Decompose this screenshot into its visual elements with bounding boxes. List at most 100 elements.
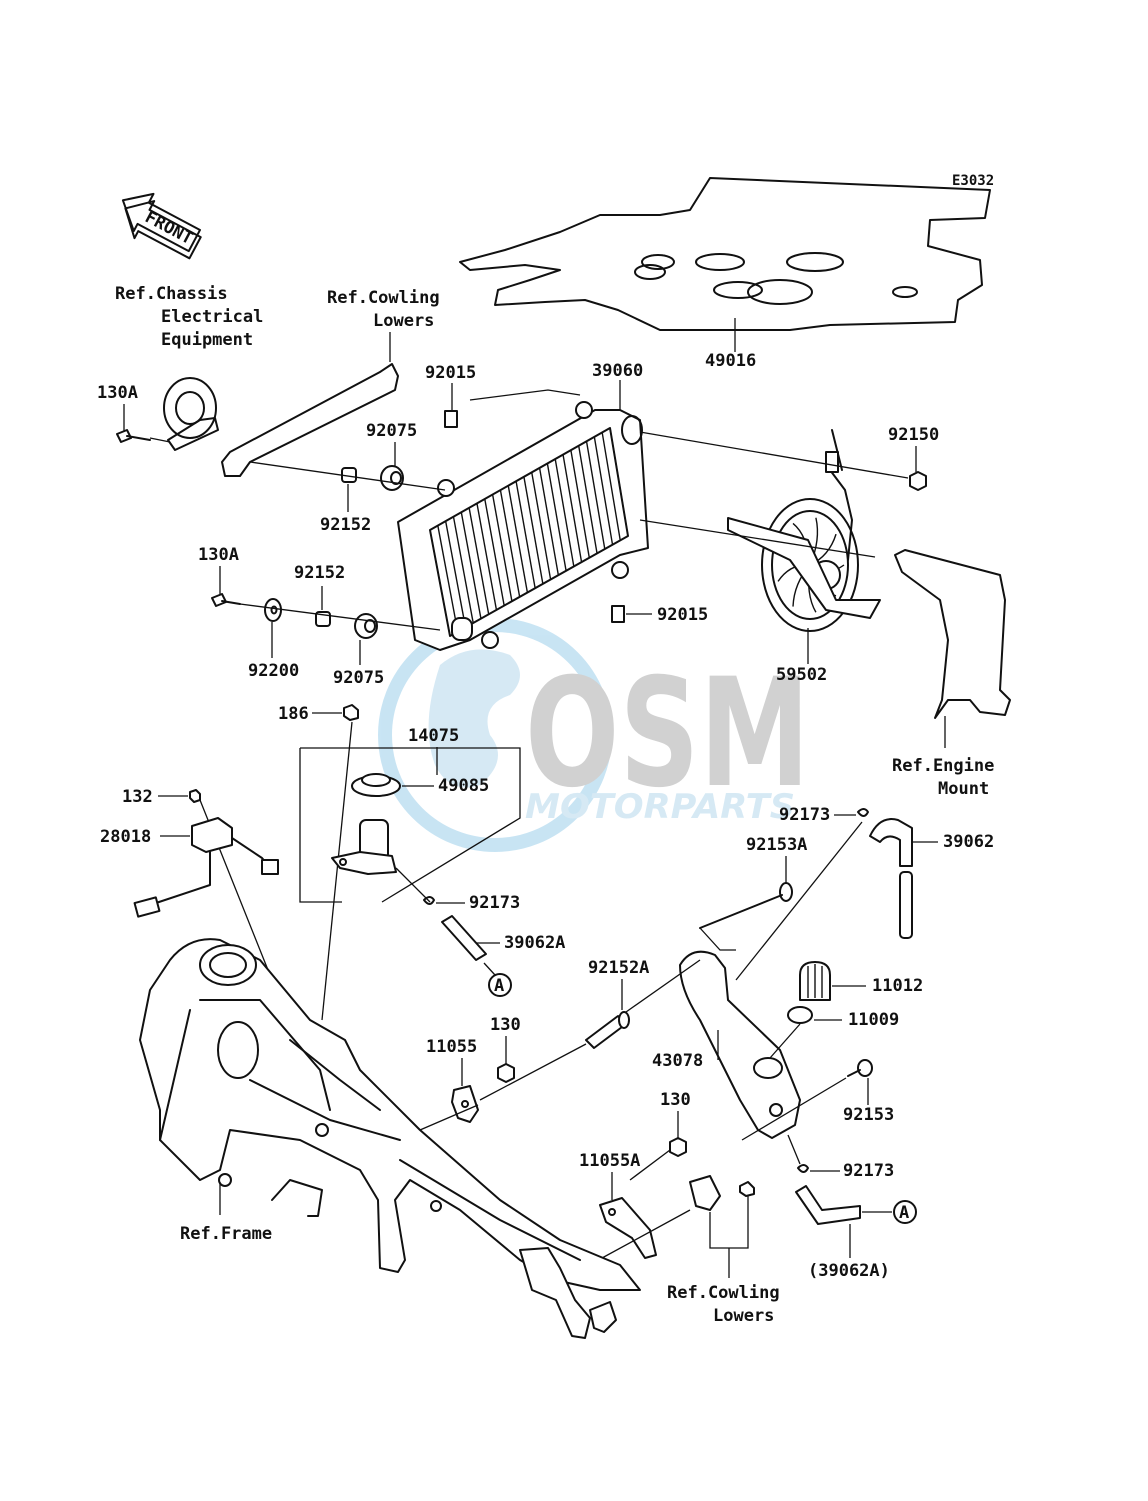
- label-14075: 14075: [408, 726, 459, 746]
- connector-a-bottom-icon: A: [893, 1200, 917, 1224]
- radiator-fin: [593, 436, 614, 545]
- radiator-fins: [429, 427, 629, 637]
- radiator-fin: [601, 432, 621, 541]
- label-39060: 39060: [592, 361, 643, 381]
- engine-mount-bracket: [894, 549, 1011, 719]
- bracket-11055a-icon: [599, 1197, 657, 1259]
- ref-chassis-electrical: Ref.Chassis Electrical Equipment: [115, 284, 274, 350]
- label-92173-b: 92173: [779, 805, 830, 825]
- seal-11009-icon: [787, 1006, 813, 1024]
- radiator-fin: [531, 472, 552, 580]
- clip-92173-a-icon: [423, 896, 435, 905]
- label-92015-bot: 92015: [657, 605, 708, 625]
- filler-neck-icon: [331, 819, 397, 875]
- label-92152-bot: 92152: [294, 563, 345, 583]
- label-92075-bot: 92075: [333, 668, 384, 688]
- label-92152-top: 92152: [320, 515, 371, 535]
- radiator-fin: [515, 481, 536, 589]
- label-130-b: 130: [660, 1090, 691, 1110]
- watermark: OSM MOTORPARTS: [378, 618, 810, 852]
- radiator-fin: [491, 494, 513, 602]
- reservoir-tank-43078: [679, 950, 801, 1139]
- horn-icon: [149, 377, 219, 451]
- collar-92152a-icon: [585, 1011, 630, 1049]
- ref-cowling-lowers-bottom: Ref.Cowling Lowers: [667, 1283, 790, 1326]
- label-92015-top: 92015: [425, 363, 476, 383]
- hose-39062a-lower-icon: [795, 1185, 861, 1225]
- connector-a-top-icon: A: [488, 973, 512, 997]
- washer-92200-icon: [264, 598, 282, 622]
- sensor-28018-icon: [133, 817, 279, 918]
- label-92173-a: 92173: [469, 893, 520, 913]
- watermark-sub-text: MOTORPARTS: [525, 787, 795, 827]
- watermark-logo-text: OSM: [525, 647, 810, 821]
- bolt-92153a-icon: [699, 882, 793, 929]
- label-92150: 92150: [888, 425, 939, 445]
- radiator-fin: [507, 485, 529, 593]
- label-92152a: 92152A: [588, 958, 649, 978]
- horn-bracket: [221, 363, 399, 477]
- radiator-fin: [554, 458, 575, 567]
- label-39062a-paren: (39062A): [808, 1261, 890, 1281]
- ref-engine-mount: Ref.Engine Mount: [892, 756, 1005, 799]
- label-11012: 11012: [872, 976, 923, 996]
- ref-cowling-lowers-top: Ref.Cowling Lowers: [327, 288, 450, 331]
- diagram-code: E3032: [952, 173, 994, 189]
- cooling-fan: [727, 429, 881, 632]
- label-92153a: 92153A: [746, 835, 807, 855]
- grommet-92075-top-icon: [380, 465, 404, 491]
- label-43078: 43078: [652, 1051, 703, 1071]
- label-11009: 11009: [848, 1010, 899, 1030]
- bolt-92153-icon: [847, 1059, 873, 1077]
- radiator-fin: [468, 507, 490, 615]
- nut-92150-icon: [909, 471, 927, 491]
- label-130-a: 130: [490, 1015, 521, 1035]
- bracket-14075: [299, 747, 521, 903]
- radiator-fin: [538, 467, 560, 576]
- label-39062: 39062: [943, 832, 994, 852]
- label-92153: 92153: [843, 1105, 894, 1125]
- heat-shield-plate: [459, 177, 991, 352]
- label-130a-top: 130A: [97, 383, 138, 403]
- front-arrow-icon: FRONT: [121, 192, 202, 260]
- radiator-fin: [578, 445, 598, 554]
- label-49085: 49085: [438, 776, 489, 796]
- label-130a-bot: 130A: [198, 545, 239, 565]
- label-186: 186: [278, 704, 309, 724]
- radiator-fin: [562, 454, 583, 563]
- radiator-fin: [429, 529, 451, 637]
- bolt-186-icon: [343, 704, 359, 721]
- radiator-fin: [484, 498, 505, 606]
- svg-text:A: A: [899, 1203, 909, 1223]
- bracket-11055-icon: [451, 1085, 479, 1123]
- cap-11012-icon: [799, 961, 831, 1001]
- radiator-fin: [546, 463, 567, 571]
- cowling-fasteners-icon: [689, 1175, 755, 1211]
- label-49016: 49016: [705, 351, 756, 371]
- label-92173-c: 92173: [843, 1161, 894, 1181]
- ref-frame: Ref.Frame: [180, 1224, 272, 1244]
- bolt-130a-top-icon: [116, 429, 151, 443]
- hose-39062a-icon: [441, 915, 487, 961]
- watermark-globe-land: [428, 649, 520, 788]
- clip-92015-top-icon: [444, 410, 458, 428]
- label-11055a: 11055A: [579, 1151, 640, 1171]
- radiator-fin: [437, 525, 459, 632]
- label-59502: 59502: [776, 665, 827, 685]
- label-132: 132: [122, 787, 153, 807]
- clip-92173-b-icon: [857, 808, 869, 817]
- label-28018: 28018: [100, 827, 151, 847]
- hose-39062-icon: [869, 818, 913, 939]
- radiator-fin: [585, 441, 606, 550]
- grommet-92075-bot-icon: [354, 613, 378, 639]
- label-92075-top: 92075: [366, 421, 417, 441]
- bolt-130a-bot-icon: [211, 593, 241, 607]
- motorcycle-frame: [139, 938, 641, 1339]
- radiator: [397, 401, 649, 651]
- radiator-fin: [476, 503, 498, 611]
- label-11055: 11055: [426, 1037, 477, 1057]
- radiator-fin: [499, 489, 521, 597]
- clip-92015-bot-icon: [611, 605, 625, 623]
- svg-text:A: A: [494, 976, 504, 996]
